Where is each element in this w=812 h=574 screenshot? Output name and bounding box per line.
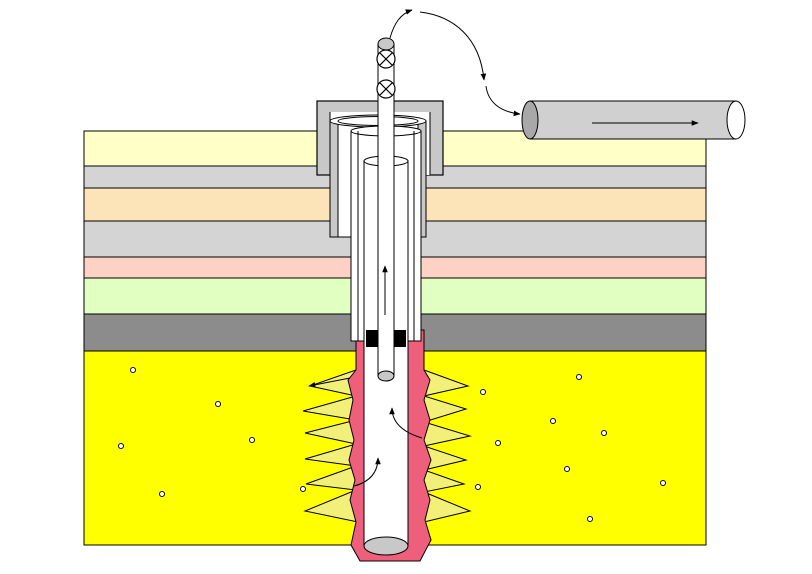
- flowline-inlet: [521, 100, 539, 140]
- tubing-bottom: [377, 370, 395, 382]
- tubing-string: [377, 37, 395, 382]
- flow-arrow-icon: [389, 407, 423, 439]
- flowline-outlet: [726, 100, 746, 140]
- pore-circle-icon: [159, 491, 165, 497]
- pore-circle-icon: [587, 516, 593, 522]
- flow-arrow-icon: [485, 85, 521, 117]
- pore-circle-icon: [495, 440, 501, 446]
- pore-circle-icon: [130, 367, 136, 373]
- pore-circle-icon: [660, 480, 666, 486]
- flow-arrow-icon: [353, 457, 381, 487]
- pore-circle-icon: [249, 437, 255, 443]
- flow-arrows: [308, 9, 521, 487]
- pore-circle-icon: [215, 401, 221, 407]
- reservoir-pores: [118, 367, 666, 522]
- tubing-top: [377, 37, 395, 51]
- fracture-wings: [302, 369, 472, 523]
- flow-arrow-icon: [419, 11, 487, 81]
- pore-circle-icon: [300, 486, 306, 492]
- pore-circle-icon: [475, 484, 481, 490]
- valve-x-icon: [376, 79, 396, 99]
- pore-circle-icon: [576, 374, 582, 380]
- fracture-left: [302, 369, 359, 523]
- valve-x-icon: [376, 49, 396, 69]
- flowline-pipe: [521, 100, 746, 140]
- pore-circle-icon: [564, 466, 570, 472]
- pore-circle-icon: [550, 418, 556, 424]
- production-casing-bottom: [363, 536, 409, 556]
- flow-arrow-icon: [308, 377, 351, 388]
- pore-circle-icon: [480, 389, 486, 395]
- pore-circle-icon: [601, 430, 607, 436]
- wellhead-valves: [376, 49, 396, 99]
- flow-arrow-icon: [389, 9, 413, 39]
- fracture-right: [422, 369, 472, 523]
- pore-circle-icon: [118, 443, 124, 449]
